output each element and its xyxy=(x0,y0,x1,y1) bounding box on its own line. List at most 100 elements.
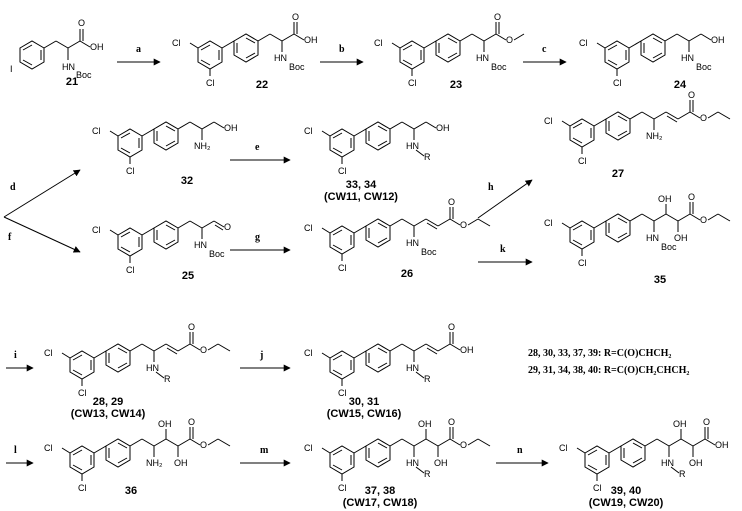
atom-o: O xyxy=(700,113,707,123)
step-label-h: h xyxy=(488,182,494,193)
atom-cl: Cl xyxy=(613,78,622,88)
atom-oh: OH xyxy=(418,419,432,429)
compound-code: (CW11, CW12) xyxy=(324,191,398,203)
atom-cl: Cl xyxy=(92,225,101,235)
step-label-a: a xyxy=(136,44,141,55)
compound-33-34: Cl Cl HN R OH xyxy=(304,121,450,176)
compound-35: Cl Cl HN Boc OH OH O O xyxy=(544,192,731,268)
atom-nh2: NH₂ xyxy=(194,141,211,151)
step-label-j: j xyxy=(259,350,263,361)
compound-30-31: Cl Cl HN R OH O xyxy=(304,322,474,398)
compound-21: I HN Boc OH O xyxy=(10,18,104,80)
atom-cl: Cl xyxy=(78,483,87,493)
step-label-m: m xyxy=(260,445,269,456)
r-definitions: 28, 30, 33, 37, 39: R=C(O)CHCH₂ 29, 31, … xyxy=(528,348,689,376)
atom-cl: Cl xyxy=(304,223,313,233)
compound-25: Cl Cl HN Boc O xyxy=(92,220,231,275)
r-definition-1: 28, 30, 33, 37, 39: R=C(O)CHCH₂ xyxy=(528,348,671,359)
compound-code: (CW17, CW18) xyxy=(343,497,418,509)
step-label-i: i xyxy=(14,350,17,361)
step-label-c: c xyxy=(542,44,547,55)
compound-24: Cl Cl HN Boc OH xyxy=(579,33,725,88)
atom-cl: Cl xyxy=(126,166,135,176)
step-label-d: d xyxy=(10,182,16,193)
step-label-e: e xyxy=(255,142,260,153)
compound-label: 25 xyxy=(182,270,194,282)
atom-nh2: NH₂ xyxy=(146,458,163,468)
atom-cl: Cl xyxy=(126,265,135,275)
atom-o: O xyxy=(688,192,695,202)
atom-cl: Cl xyxy=(78,388,87,398)
compound-label: 33, 34 xyxy=(346,179,377,191)
atom-oh: OH xyxy=(174,458,188,468)
atom-oh: OH xyxy=(711,35,725,45)
atom-cl: Cl xyxy=(408,78,417,88)
compound-label: 30, 31 xyxy=(349,396,380,408)
step-label-f: f xyxy=(8,232,12,243)
atom-cl: Cl xyxy=(304,348,313,358)
atom-o: O xyxy=(448,197,455,207)
step-label-k: k xyxy=(500,244,506,255)
atom-iodine: I xyxy=(10,64,13,74)
atom-hn: HN xyxy=(661,458,674,468)
compound-label: 24 xyxy=(674,79,687,91)
compound-32: Cl Cl NH₂ OH xyxy=(92,121,238,176)
atom-boc: Boc xyxy=(491,62,507,72)
atom-o: O xyxy=(188,417,195,427)
atom-cl: Cl xyxy=(338,388,347,398)
atom-hn: HN xyxy=(406,363,419,373)
atom-oh: OH xyxy=(436,123,450,133)
atom-r: R xyxy=(164,374,171,384)
atom-nh2: NH₂ xyxy=(646,131,663,141)
compound-label: 32 xyxy=(181,175,193,187)
atom-cl: Cl xyxy=(544,218,553,228)
branch-arrow-f xyxy=(3,216,81,253)
compound-label: 22 xyxy=(256,79,268,91)
atom-cl: Cl xyxy=(559,443,568,453)
atom-oh: OH xyxy=(224,123,238,133)
r-definition-2: 29, 31, 34, 38, 40: R=C(O)CH₂CHCH₂ xyxy=(528,365,689,376)
compound-22: Cl Cl HN Boc OH O xyxy=(172,12,318,88)
atom-o: O xyxy=(448,322,455,332)
atom-cl: Cl xyxy=(338,263,347,273)
branch-arrow: d f xyxy=(3,169,81,253)
atom-hn: HN xyxy=(406,141,419,151)
atom-hn: HN xyxy=(146,363,159,373)
atom-r: R xyxy=(424,374,431,384)
atom-cl: Cl xyxy=(593,483,602,493)
compound-27: Cl Cl NH₂ O O xyxy=(544,90,731,166)
compound-23: Cl Cl HN Boc O O xyxy=(374,12,525,88)
compound-label: 23 xyxy=(450,79,462,91)
atom-oh: OH xyxy=(674,233,688,243)
atom-boc: Boc xyxy=(289,62,305,72)
atom-cl: Cl xyxy=(338,166,347,176)
atom-hn: HN xyxy=(406,458,419,468)
compound-label: 36 xyxy=(125,485,137,497)
compound-label: 28, 29 xyxy=(93,396,124,408)
atom-oh: OH xyxy=(90,42,104,52)
atom-cl: Cl xyxy=(544,116,553,126)
atom-cl: Cl xyxy=(172,38,181,48)
compound-code: (CW19, CW20) xyxy=(589,497,664,509)
atom-hn: HN xyxy=(274,53,287,63)
atom-o: O xyxy=(506,35,513,45)
compound-28-29: Cl Cl HN R O O xyxy=(44,322,231,398)
compound-label: 39, 40 xyxy=(611,485,642,497)
atom-oh: OH xyxy=(673,419,687,429)
atom-oh: OH xyxy=(460,345,474,355)
step-label-l: l xyxy=(14,445,17,456)
atom-o: O xyxy=(700,215,707,225)
atom-o: O xyxy=(460,220,467,230)
atom-oh: OH xyxy=(658,194,672,204)
compound-label: 37, 38 xyxy=(365,485,396,497)
atom-cl: Cl xyxy=(44,348,53,358)
atom-o: O xyxy=(292,12,299,22)
atom-o: O xyxy=(703,417,710,427)
atom-cl: Cl xyxy=(304,443,313,453)
atom-o: O xyxy=(188,322,195,332)
compound-39-40: Cl Cl HN R OH OH OH O xyxy=(559,417,729,493)
atom-cl: Cl xyxy=(578,156,587,166)
atom-hn: HN xyxy=(194,240,207,250)
